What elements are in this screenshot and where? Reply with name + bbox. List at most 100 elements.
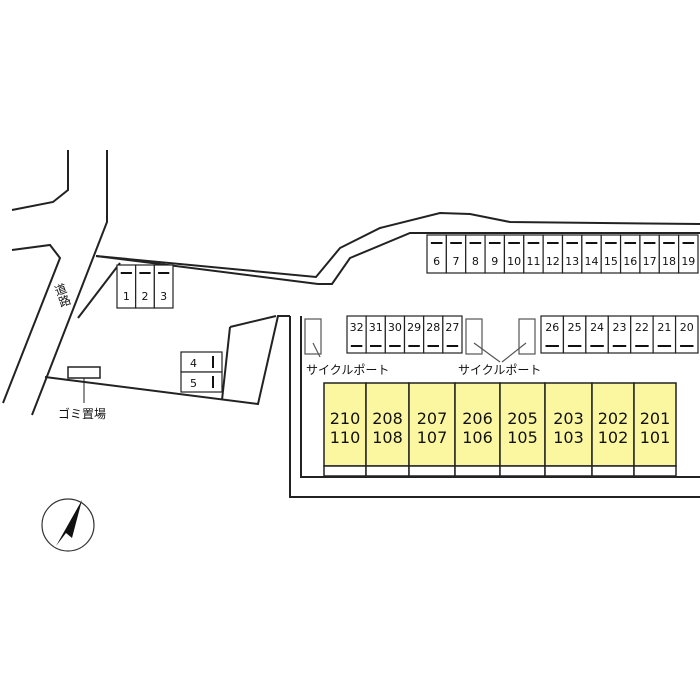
parking-space-13: 13 [561,234,583,274]
parking-space-17: 17 [639,234,660,274]
cycle-ports [304,318,536,363]
lot-boundary-right-outer [289,316,700,498]
parking-space-22: 22 [630,315,654,354]
parking-number: 28 [426,321,440,334]
parking-space-14: 14 [581,234,602,274]
parking-number: 24 [590,321,604,334]
parking-number: 22 [635,321,649,334]
boundary-lines [2,150,700,498]
parking-number: 19 [681,255,695,268]
parking-space-3: 3 [153,264,174,309]
parking-number: 20 [680,321,694,334]
parking-space-6: 6 [426,234,447,274]
unit-upper-number: 202 [598,409,629,428]
cycle-port-label-right: サイクルポート [458,363,541,377]
entrance-edge [77,262,121,319]
parking-number: 26 [545,321,559,334]
parking-space-5: 5 [180,371,223,393]
parking-space-11: 11 [523,234,544,274]
parking-space-18: 18 [658,234,680,274]
road-edge-left-lower [2,243,62,404]
north-arrow-icon [41,498,95,552]
parking-space-7: 7 [445,234,467,274]
parking-space-16: 16 [619,234,641,274]
parking-number: 12 [546,255,560,268]
parking-number: 27 [445,321,459,334]
parking-space-4: 4 [180,351,223,373]
parking-number: 15 [604,255,618,268]
parking-space-15: 15 [600,234,622,274]
parking-space-29: 29 [403,315,425,354]
parking-space-31: 31 [365,315,386,354]
garbage-area [67,366,101,379]
unit-upper-number: 210 [330,409,361,428]
parking-space-25: 25 [562,315,587,354]
parking-space-1: 1 [116,264,137,309]
parking-number: 14 [585,255,599,268]
parking-number: 31 [369,321,383,334]
parking-space-28: 28 [423,315,444,354]
parking-space-24: 24 [585,315,609,354]
parking-number: 2 [142,290,149,303]
unit-upper-number: 206 [462,409,493,428]
parking-number: 17 [643,255,657,268]
parking-number: 11 [526,255,540,268]
parking-number: 30 [388,321,402,334]
parking-number: 3 [160,290,167,303]
parking-space-23: 23 [607,315,632,354]
parking-number: 8 [472,255,479,268]
parking-number: 25 [568,321,582,334]
parking-space-8: 8 [465,234,486,274]
lot-boundary-bottom [44,315,290,406]
unit-lower-number: 102 [598,428,629,447]
parking-number: 32 [350,321,364,334]
cycle-port-3 [518,318,536,355]
parking-space-9: 9 [484,234,506,274]
unit-upper-number: 203 [553,409,584,428]
unit-lower-number: 110 [330,428,361,447]
cycle-port-1 [304,318,322,355]
cycle-port-2 [465,318,483,355]
parking-number: 21 [657,321,671,334]
parking-number: 6 [433,255,440,268]
unit-lower-number: 106 [462,428,493,447]
parking-number: 5 [190,377,197,390]
unit-lower-number: 101 [640,428,671,447]
road-label: 道路 [51,281,73,309]
parking-number: 1 [123,290,130,303]
parking-number: 7 [453,255,460,268]
parking-number: 16 [623,255,637,268]
unit-lower-number: 105 [507,428,538,447]
lot-boundary-top-outer [95,211,700,279]
parking-space-30: 30 [384,315,406,354]
parking-space-10: 10 [503,234,525,274]
garbage-label: ゴミ置場 [58,406,106,421]
parking-number: 18 [662,255,676,268]
parking-space-12: 12 [542,234,564,274]
unit-upper-number: 205 [507,409,538,428]
parking-number: 23 [613,321,627,334]
parking-space-21: 21 [652,315,677,354]
parking-space-32: 32 [346,315,367,354]
parking-number: 13 [565,255,579,268]
parking-number: 9 [491,255,498,268]
parking-space-2: 2 [135,264,155,309]
cycle-port-label-left: サイクルポート [306,363,389,377]
parking-space-20: 20 [674,315,699,354]
road-edge-right [31,150,108,416]
unit-upper-number: 207 [417,409,448,428]
lot-boundary-right-inner [300,316,700,478]
parking-space-26: 26 [540,315,565,354]
unit-lower-number: 103 [553,428,584,447]
parking-number: 29 [407,321,421,334]
parking-space-27: 27 [442,315,463,354]
